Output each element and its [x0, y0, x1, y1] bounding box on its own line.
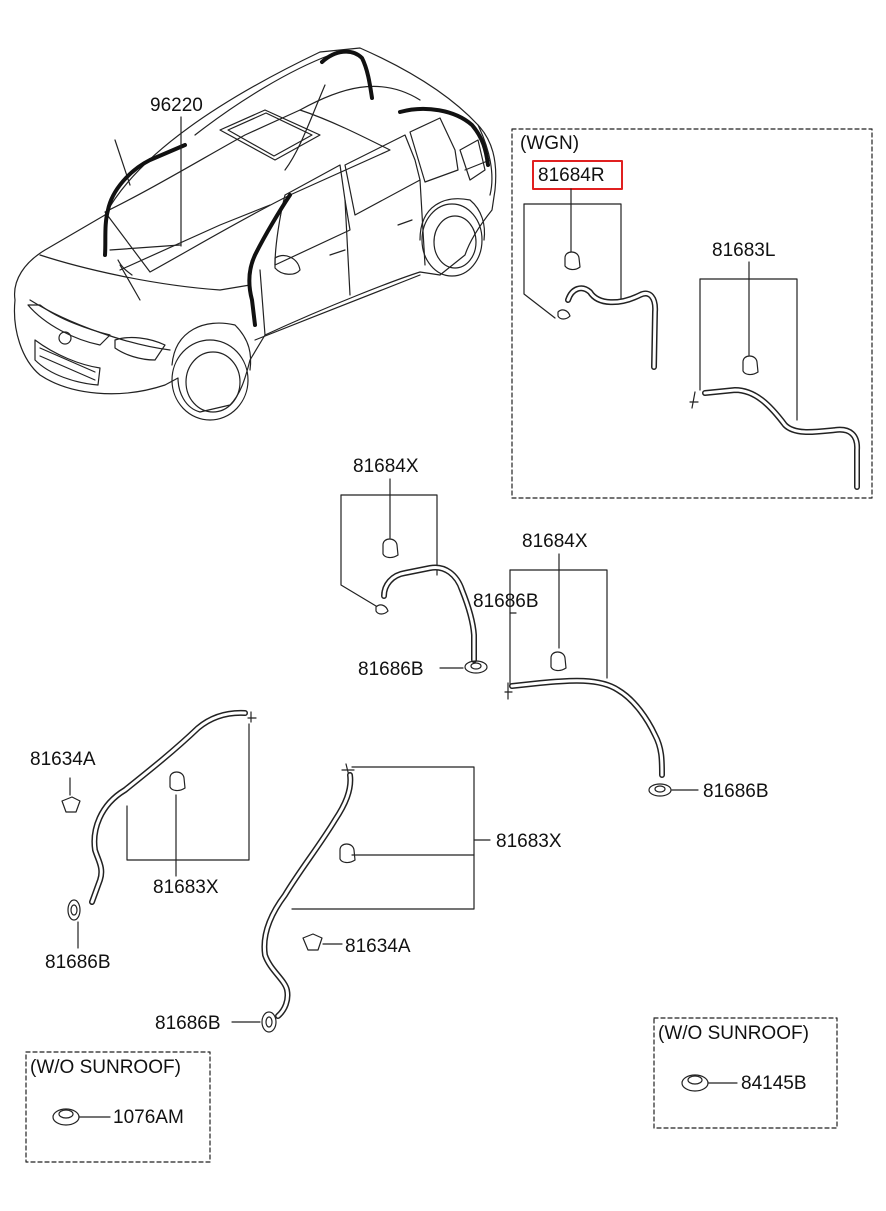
part-label-81683X[interactable]: 81683X	[153, 877, 219, 898]
part-label-96220[interactable]: 96220	[150, 95, 203, 116]
part-label-84145B[interactable]: 84145B	[741, 1073, 807, 1094]
car-illustration	[13, 47, 497, 421]
part-label-81686B[interactable]: 81686B	[473, 591, 539, 612]
part-label-81686B[interactable]: 81686B	[155, 1013, 221, 1034]
part-label-81683L[interactable]: 81683L	[712, 240, 776, 261]
part-label-81683X[interactable]: 81683X	[496, 831, 562, 852]
part-label-81684R[interactable]: 81684R	[538, 165, 605, 186]
wo-sunroof-left-box	[25, 1051, 211, 1163]
group-label-wgn: (WGN)	[520, 133, 580, 154]
group-label-wo-sunroof: (W/O SUNROOF)	[658, 1023, 809, 1044]
part-label-81634A[interactable]: 81634A	[30, 749, 96, 770]
group-label-wo-sunroof: (W/O SUNROOF)	[30, 1057, 181, 1078]
part-label-81684X[interactable]: 81684X	[353, 456, 419, 477]
wo-sunroof-right-box	[653, 1017, 838, 1129]
wgn-box	[511, 128, 873, 499]
car-drain-hoses	[103, 49, 490, 327]
part-label-1076AM[interactable]: 1076AM	[113, 1107, 184, 1128]
part-label-81686B[interactable]: 81686B	[703, 781, 769, 802]
part-label-81634A[interactable]: 81634A	[345, 936, 411, 957]
part-label-81684X[interactable]: 81684X	[522, 531, 588, 552]
part-label-81686B[interactable]: 81686B	[358, 659, 424, 680]
part-label-81686B[interactable]: 81686B	[45, 952, 111, 973]
highlight-box-81684R	[532, 160, 623, 190]
